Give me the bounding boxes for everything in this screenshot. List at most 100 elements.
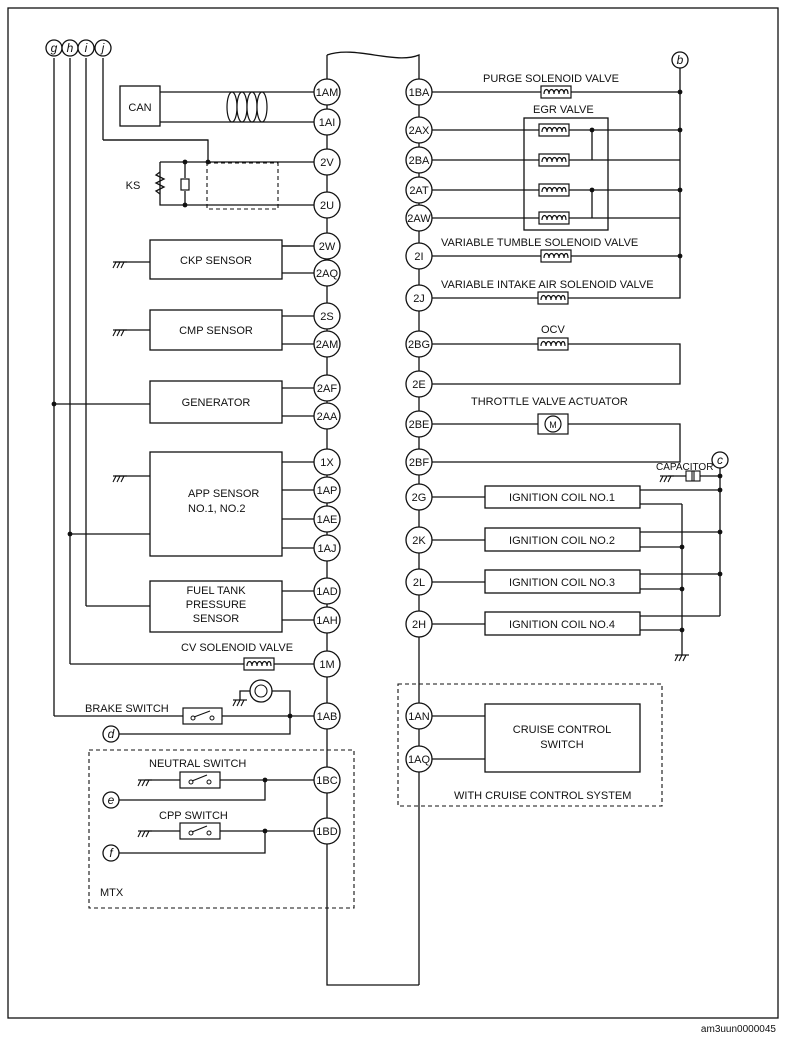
ftp-label-3: SENSOR <box>193 613 240 625</box>
connector-i: i <box>85 41 88 55</box>
pin-2AW: 2AW <box>407 213 431 225</box>
connector-e: e <box>108 793 115 807</box>
ignition-coil-4-box <box>484 611 641 636</box>
connector-j: j <box>100 41 105 55</box>
pin-1AM: 1AM <box>316 87 339 99</box>
pin-1AB: 1AB <box>317 711 338 723</box>
ignition-coil-2-box <box>484 527 641 552</box>
pin-2AT: 2AT <box>409 185 429 197</box>
twisted-pair-symbol <box>226 91 268 123</box>
egr-coil-3-icon <box>538 183 570 197</box>
pin-2U: 2U <box>320 200 334 212</box>
brake-switch-icon <box>182 707 223 725</box>
purge-valve-label: PURGE SOLENOID VALVE <box>483 73 619 85</box>
ckp-sensor-label: CKP SENSOR <box>180 255 252 267</box>
tumble-valve-icon <box>540 249 572 263</box>
pin-2BA: 2BA <box>409 155 430 167</box>
connector-h: h <box>67 41 74 55</box>
pin-2BE: 2BE <box>409 419 430 431</box>
pin-2V: 2V <box>320 157 334 169</box>
cruise-switch-label-2: SWITCH <box>540 739 583 751</box>
pin-2W: 2W <box>319 241 336 253</box>
cruise-switch-box <box>484 703 641 773</box>
pin-1AQ: 1AQ <box>408 754 430 766</box>
junction-dots-right <box>589 89 723 633</box>
ignition-coil-1-box <box>484 485 641 509</box>
pin-1AI: 1AI <box>319 117 336 129</box>
ignition-coil-3-box <box>484 569 641 594</box>
pin-2L: 2L <box>413 577 425 589</box>
brake-switch-label: BRAKE SWITCH <box>85 703 169 715</box>
pin-2S: 2S <box>320 311 333 323</box>
throttle-actuator-label: THROTTLE VALVE ACTUATOR <box>471 396 628 408</box>
cv-solenoid-icon <box>243 657 275 671</box>
connector-circles-left: g h i j d e f <box>45 39 120 862</box>
pin-2E: 2E <box>412 379 425 391</box>
pin-1X: 1X <box>320 457 334 469</box>
svg-text:M: M <box>549 420 557 430</box>
cv-solenoid-label: CV SOLENOID VALVE <box>181 642 293 654</box>
pin-1AN: 1AN <box>408 711 429 723</box>
tumble-valve-label: VARIABLE TUMBLE SOLENOID VALVE <box>441 237 638 249</box>
pin-2BF: 2BF <box>409 457 429 469</box>
generator-box <box>149 380 283 424</box>
can-box <box>119 85 161 127</box>
can-label: CAN <box>128 102 151 114</box>
pin-2J: 2J <box>413 293 425 305</box>
app-sensor-box <box>149 451 283 557</box>
pcm-bus-left <box>326 55 419 986</box>
pin-2AA: 2AA <box>317 411 338 423</box>
pin-1AJ: 1AJ <box>318 543 337 555</box>
pin-2AM: 2AM <box>316 339 339 351</box>
connector-b: b <box>677 53 684 67</box>
ocv-label: OCV <box>541 324 566 336</box>
fuel-tank-pressure-sensor-box <box>149 580 283 633</box>
pin-1AE: 1AE <box>317 514 338 526</box>
connector-d: d <box>108 727 115 741</box>
brake-light-icon <box>249 679 273 703</box>
ks-capacitor-icon <box>180 178 190 191</box>
intake-valve-icon <box>537 291 569 305</box>
pin-1AH: 1AH <box>316 615 337 627</box>
pin-2H: 2H <box>412 619 426 631</box>
pin-2G: 2G <box>412 492 427 504</box>
mtx-label: MTX <box>100 887 124 899</box>
ks-label: KS <box>126 180 141 192</box>
cmp-sensor-label: CMP SENSOR <box>179 325 253 337</box>
pin-1BA: 1BA <box>409 87 430 99</box>
app-sensor-label-2: NO.1, NO.2 <box>188 503 245 515</box>
pin-1AP: 1AP <box>317 485 338 497</box>
ignition-coil-2-label: IGNITION COIL NO.2 <box>509 535 615 547</box>
ckp-sensor-box <box>149 239 283 280</box>
app-sensor-label-1: APP SENSOR <box>188 488 259 500</box>
neutral-switch-label: NEUTRAL SWITCH <box>149 758 246 770</box>
egr-coil-1-icon <box>538 123 570 137</box>
pin-1AD: 1AD <box>316 586 337 598</box>
pin-2BG: 2BG <box>408 339 430 351</box>
pin-2AF: 2AF <box>317 383 337 395</box>
outer-frame <box>7 7 779 1019</box>
pin-1BD: 1BD <box>316 826 337 838</box>
egr-valve-label: EGR VALVE <box>533 104 594 116</box>
ignition-coil-3-label: IGNITION COIL NO.3 <box>509 577 615 589</box>
cpp-switch-icon <box>179 822 221 840</box>
intake-valve-label: VARIABLE INTAKE AIR SOLENOID VALVE <box>441 279 654 291</box>
throttle-motor-icon: M <box>537 413 569 435</box>
pin-2AX: 2AX <box>409 125 430 137</box>
ignition-coil-1-label: IGNITION COIL NO.1 <box>509 492 615 504</box>
ocv-icon <box>537 337 569 351</box>
pin-2I: 2I <box>414 251 423 263</box>
cpp-switch-label: CPP SWITCH <box>159 810 228 822</box>
figure-code: am3uun0000045 <box>701 1024 777 1035</box>
pcm-pins-right: 1BA 2AX 2BA 2AT 2AW 2I 2J 2BG 2E 2BE 2BF… <box>405 78 433 773</box>
pin-2K: 2K <box>412 535 426 547</box>
capacitor-icon <box>685 470 701 482</box>
pin-1BC: 1BC <box>316 775 337 787</box>
purge-valve-icon <box>540 85 572 99</box>
cruise-switch-label-1: CRUISE CONTROL <box>513 724 611 736</box>
egr-coil-2-icon <box>538 153 570 167</box>
connector-g: g <box>51 41 58 55</box>
cruise-note-label: WITH CRUISE CONTROL SYSTEM <box>454 790 631 802</box>
egr-coil-4-icon <box>538 211 570 225</box>
